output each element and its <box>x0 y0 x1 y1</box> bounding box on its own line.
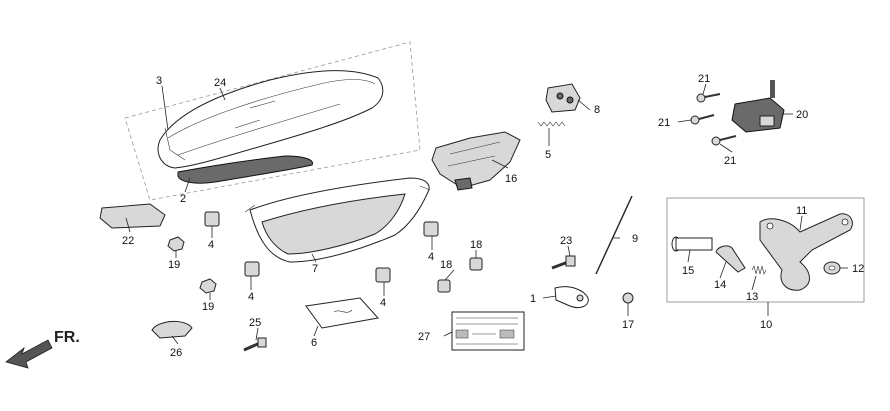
callout-9: 9 <box>632 233 638 245</box>
callout-13: 13 <box>746 291 758 303</box>
bracket-plate <box>431 131 521 191</box>
callout-24: 24 <box>214 77 226 89</box>
grommet <box>244 261 260 277</box>
callout-11: 11 <box>796 205 807 217</box>
callout-5: 5 <box>545 149 551 161</box>
screw <box>696 93 721 103</box>
callout-18: 18 <box>470 239 482 251</box>
callout-6: 6 <box>311 337 317 349</box>
nut <box>167 236 185 252</box>
callout-27: 27 <box>418 331 430 343</box>
seat-lock <box>545 83 581 113</box>
callout-4: 4 <box>248 291 254 303</box>
storage-box <box>244 177 431 263</box>
callout-14: 14 <box>714 279 726 291</box>
callout-16: 16 <box>505 173 517 185</box>
small-lid <box>99 203 166 229</box>
screw <box>551 255 576 270</box>
grommet <box>423 221 439 237</box>
callout-19: 19 <box>202 301 214 313</box>
callout-4: 4 <box>428 251 434 263</box>
screw <box>690 114 715 125</box>
manual <box>305 297 379 329</box>
small-screw <box>622 292 634 304</box>
callout-labels: 3 24 2 22 4 19 4 19 7 4 4 18 18 23 1 17 … <box>122 73 864 359</box>
leader-lines <box>125 83 848 345</box>
callout-3: 3 <box>156 75 162 87</box>
torsion-spring <box>751 265 767 275</box>
callout-4: 4 <box>208 239 214 251</box>
callout-18: 18 <box>440 259 452 271</box>
cable-clamp <box>554 286 589 309</box>
callout-10: 10 <box>760 319 772 331</box>
grommet <box>204 211 220 227</box>
callout-21: 21 <box>658 117 670 129</box>
hinge-assembly-boundary <box>666 197 865 303</box>
direction-label: FR. <box>54 329 80 346</box>
callout-23: 23 <box>560 235 572 247</box>
callout-4: 4 <box>380 297 386 309</box>
callout-8: 8 <box>594 104 600 116</box>
seat-gasket <box>177 155 314 184</box>
front-direction-arrow: FR. <box>5 329 80 369</box>
callout-19: 19 <box>168 259 180 271</box>
seat-switch <box>731 80 785 133</box>
callout-15: 15 <box>682 265 694 277</box>
callout-2: 2 <box>180 193 186 205</box>
callout-12: 12 <box>852 263 864 275</box>
spring <box>537 121 566 127</box>
washer <box>823 261 841 275</box>
clip <box>151 321 193 339</box>
warning-label <box>451 311 525 351</box>
callout-25: 25 <box>249 317 261 329</box>
callout-20: 20 <box>796 109 808 121</box>
hinge-bracket <box>759 213 853 291</box>
callout-21: 21 <box>698 73 710 85</box>
bolt <box>243 337 267 352</box>
lever <box>715 245 746 273</box>
seat-cable <box>595 195 633 275</box>
callout-7: 7 <box>312 263 318 275</box>
callout-17: 17 <box>622 319 634 331</box>
callout-26: 26 <box>170 347 182 359</box>
nut <box>199 278 217 294</box>
seat <box>157 70 384 169</box>
hinge-pin <box>671 236 713 252</box>
callout-1: 1 <box>530 293 536 305</box>
screw <box>711 135 737 146</box>
seat-assembly-boundary <box>124 41 421 201</box>
callout-22: 22 <box>122 235 134 247</box>
callout-21: 21 <box>724 155 736 167</box>
grommet <box>375 267 391 283</box>
